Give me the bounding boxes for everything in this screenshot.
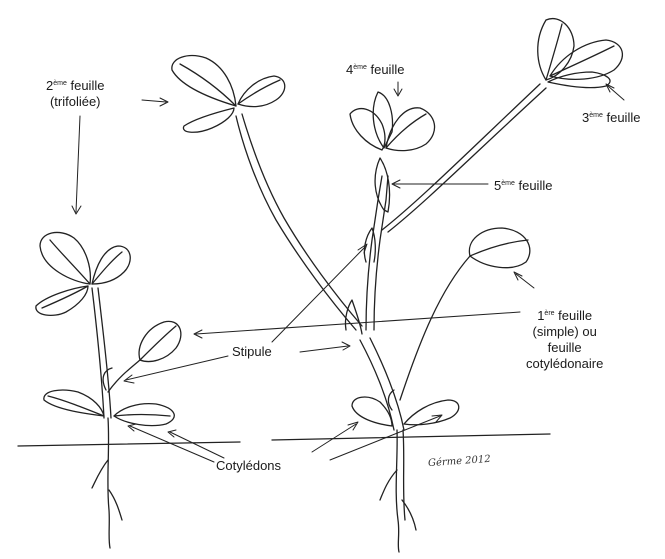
label-leaf5: 5ème feuille [494,176,552,194]
cotyledon [404,400,459,425]
arrow-leaf1-left [196,312,520,334]
leaflet [350,109,385,150]
leaflet [172,56,236,106]
label-cotyledons: Cotylédons [216,458,281,474]
label-leaf3: 3ème feuille [582,108,640,126]
leaflet [386,108,435,151]
ground-line [18,434,550,446]
arrow-leaf2-right [142,100,166,102]
arrow-leaf3 [608,86,624,100]
arrow-stipule-right2 [300,346,348,352]
leaflet [183,108,234,132]
pointer-arrows [72,82,624,462]
arrow-leaf1-right [516,274,534,288]
arrow-leaf2-down [76,116,80,212]
label-leaf2: 2ème feuille (trifoliée) [46,76,104,110]
label-leaf4: 4ème feuille [346,60,404,78]
leaflet [92,246,130,284]
simple-leaf [469,228,529,268]
label-stipule: Stipule [232,344,272,360]
arrow-coty-left2 [170,432,224,458]
arrow-stipule-right1 [272,246,366,342]
label-leaf1: 1ère feuille (simple) ou feuille cotyléd… [526,306,603,372]
left-plant [36,232,181,548]
leaflet [373,92,392,148]
leaflet [538,19,574,80]
